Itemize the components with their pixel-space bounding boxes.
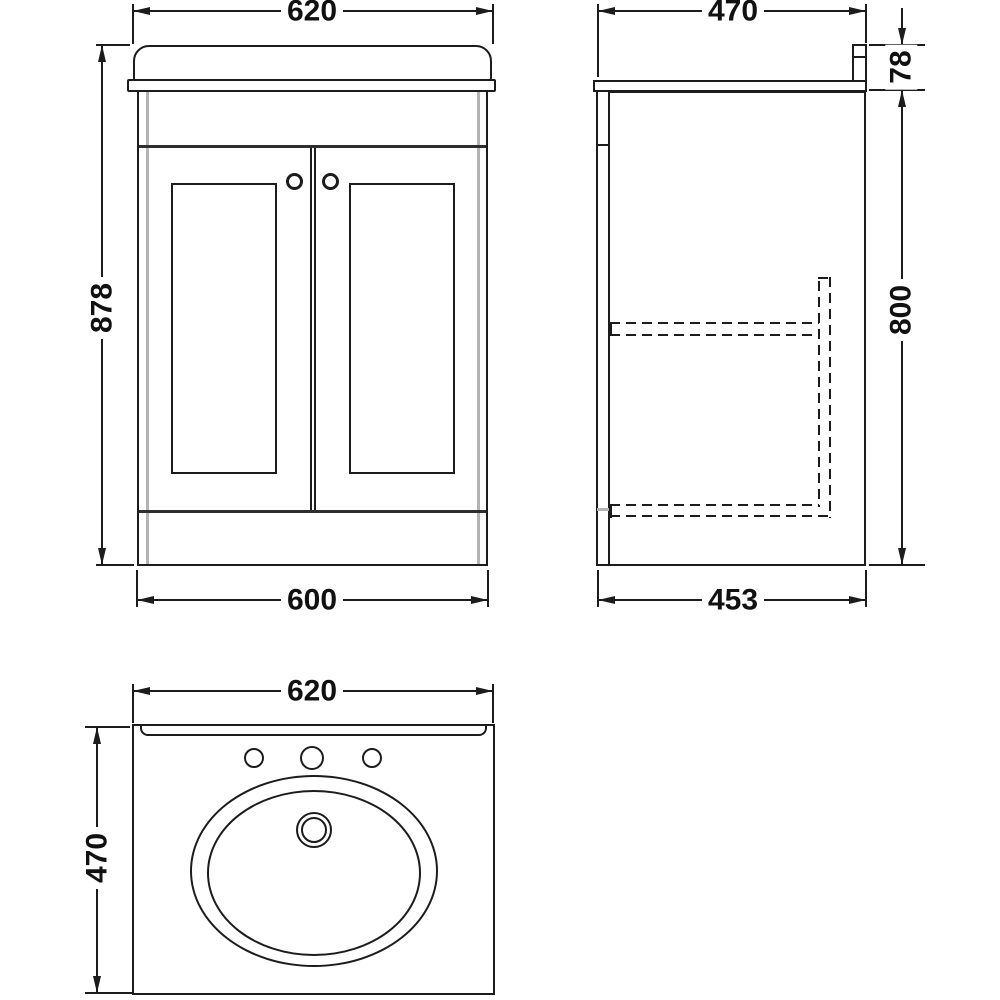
side-cabinet-bottom-line xyxy=(596,564,866,566)
front-left-door-knob xyxy=(286,173,303,190)
front-door-gap-left-line xyxy=(310,148,312,511)
plan-dim470-arrow-bottom xyxy=(92,976,101,993)
side-dim78-arrow-down xyxy=(897,28,906,45)
plan-dim470-label: 470 xyxy=(80,826,113,890)
front-dim878-arrow-top xyxy=(97,45,106,62)
side-cabinet-back-line xyxy=(864,91,866,566)
front-dim878-label: 878 xyxy=(85,276,118,340)
side-door-front-line xyxy=(596,91,598,566)
plan-dim620-label: 620 xyxy=(280,675,344,707)
side-dim453-extension-left xyxy=(597,570,599,607)
side-door-bottom-tick xyxy=(597,508,609,511)
side-dim78-extension-bottom xyxy=(869,89,925,91)
plan-tap-hole-left xyxy=(244,748,264,768)
plan-dim470-extension-bottom xyxy=(85,992,132,994)
side-hidden-shelf-upper-bottom xyxy=(610,334,819,336)
side-dim800-extension-bottom xyxy=(869,564,925,566)
plan-basin-inner-ellipse xyxy=(207,790,421,956)
side-hidden-shelf-lower-bottom xyxy=(610,515,831,517)
side-dim453-arrow-left xyxy=(598,595,615,604)
plan-dim620-arrow-right xyxy=(476,686,493,695)
plan-dim470-arrow-top xyxy=(92,727,101,744)
plan-waste-inner-circle xyxy=(301,817,327,843)
front-dim620-extension-left xyxy=(132,4,134,44)
plan-basin-outer-ellipse xyxy=(190,775,438,967)
front-right-door-knob xyxy=(322,173,339,190)
front-right-door-panel xyxy=(349,183,455,474)
plan-dim620-extension-right xyxy=(492,684,494,723)
front-dim620-arrow-right xyxy=(476,6,493,15)
front-dim600-label: 600 xyxy=(280,584,344,616)
front-dim600-extension-right xyxy=(487,570,489,607)
plan-tap-hole-center xyxy=(300,746,324,770)
front-dim620-label: 620 xyxy=(280,0,344,27)
side-dim470-label: 470 xyxy=(701,0,765,27)
front-dim878-extension-bottom xyxy=(96,564,134,566)
plan-back-lip-line xyxy=(140,725,487,736)
side-hidden-back-panel-top-cap xyxy=(818,277,831,279)
side-hidden-shelf-upper-top xyxy=(610,322,819,324)
front-dim878-arrow-bottom xyxy=(97,548,106,565)
side-dim470-arrow-right xyxy=(849,6,866,15)
side-hidden-shelf-lower-top xyxy=(610,504,819,506)
front-inner-edge-left xyxy=(146,92,149,564)
side-dim470-arrow-left xyxy=(598,6,615,15)
front-inner-edge-right xyxy=(477,92,480,564)
front-basin-top xyxy=(133,45,492,83)
side-cabinet-top-line xyxy=(609,91,866,93)
side-hidden-back-panel-line-front xyxy=(818,281,820,507)
side-dim453-label: 453 xyxy=(701,584,765,616)
front-dim878-extension-top xyxy=(96,44,130,46)
side-dim800-arrow-bottom xyxy=(897,548,906,565)
side-dim453-extension-right xyxy=(865,570,867,607)
side-dim470-extension-left xyxy=(597,4,599,77)
side-hidden-back-panel-line-rear xyxy=(829,277,831,518)
side-door-back-line xyxy=(608,91,610,566)
front-plinth-line xyxy=(139,510,486,513)
plan-dim620-arrow-left xyxy=(133,686,150,695)
front-dim600-arrow-right xyxy=(471,595,488,604)
side-upstand-joint-line xyxy=(853,56,866,58)
side-upstand xyxy=(852,44,867,82)
front-top-rail-line xyxy=(139,145,486,148)
plan-dim470-extension-top xyxy=(85,726,130,728)
plan-dim620-extension-left xyxy=(132,684,134,723)
front-dim600-arrow-left xyxy=(137,595,154,604)
front-door-gap-right-line xyxy=(313,148,316,511)
side-hidden-shelf-lower-front-cap xyxy=(610,504,612,518)
front-dim620-extension-right xyxy=(492,4,494,44)
front-cabinet-body xyxy=(137,90,488,566)
side-dim800-label: 800 xyxy=(884,278,917,342)
front-dim600-extension-left xyxy=(136,570,138,607)
side-dim453-arrow-right xyxy=(849,595,866,604)
side-dim78-label: 78 xyxy=(884,44,917,90)
plan-tap-hole-right xyxy=(362,748,382,768)
front-left-door-panel xyxy=(171,183,277,474)
front-dim620-arrow-left xyxy=(133,6,150,15)
plan-waste-outer-circle xyxy=(296,812,332,848)
side-dim470-extension-right xyxy=(865,4,867,43)
side-hidden-shelf-upper-front-cap xyxy=(610,322,612,336)
side-door-top-joint-tick xyxy=(597,144,609,146)
